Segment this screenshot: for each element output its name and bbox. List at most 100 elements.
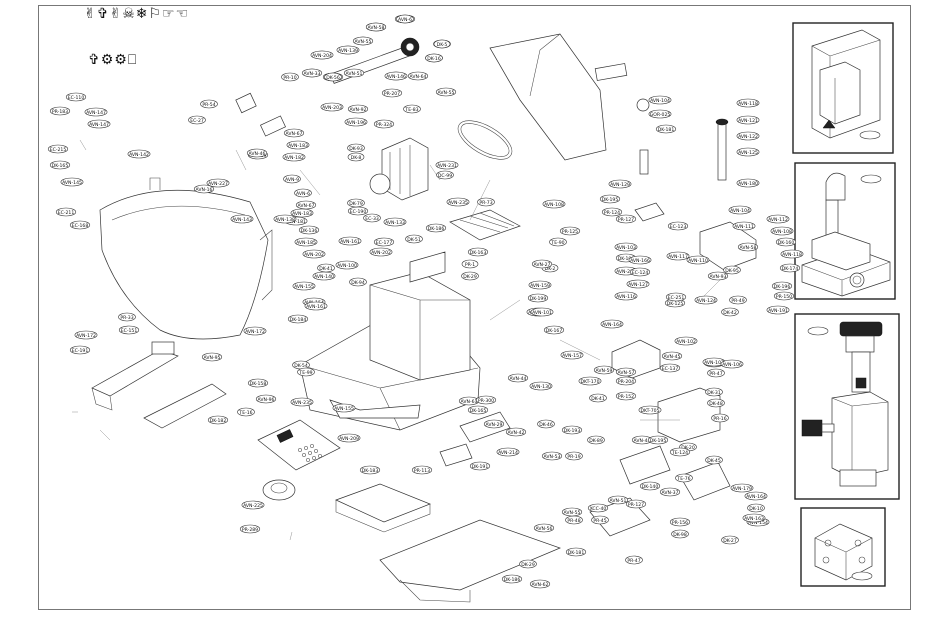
part-number-callout: DK-98 bbox=[671, 529, 689, 539]
part-number-callout: DK-163 bbox=[467, 247, 489, 257]
part-number-callout: DK-191 bbox=[469, 461, 491, 471]
part-number-callout: AVN-202 bbox=[302, 249, 326, 259]
part-number-callout: DK-27 bbox=[721, 535, 739, 545]
part-number-callout: DK-186 bbox=[425, 223, 447, 233]
part-number-callout: DKT-170 bbox=[578, 376, 602, 386]
part-number-callout: AVN-55 bbox=[352, 36, 374, 46]
part-number-callout: AVN-161 bbox=[304, 301, 328, 311]
part-number-label: DK-94 bbox=[351, 280, 365, 286]
part-number-callout: AVN-163 bbox=[742, 513, 766, 523]
part-number-label: TE-16 bbox=[238, 410, 252, 416]
part-number-callout: EC-137 bbox=[659, 363, 681, 373]
part-number-callout: AVN-182 bbox=[282, 152, 306, 162]
clamp-drawing bbox=[801, 172, 891, 297]
part-number-label: AVN-55 bbox=[564, 510, 581, 516]
part-number-label: PR-207 bbox=[384, 91, 400, 97]
part-number-label: EC-27 bbox=[190, 118, 204, 124]
part-number-label: PR-49 bbox=[731, 298, 744, 304]
part-number-callout: DK-181 bbox=[565, 547, 587, 557]
part-number-label: AVN-130 bbox=[531, 384, 551, 390]
part-number-callout: AVN-96 bbox=[255, 394, 277, 404]
part-number-callout: DK-174 bbox=[779, 263, 801, 273]
part-number-callout: PR-124 bbox=[601, 207, 623, 217]
part-number-callout: DK-94 bbox=[349, 277, 367, 287]
part-number-label: DK-160 bbox=[778, 240, 795, 246]
part-number-callout: PR-127 bbox=[615, 214, 637, 224]
part-number-callout: AVN-44 bbox=[507, 373, 529, 383]
part-number-label: AVN-191 bbox=[768, 308, 788, 314]
part-number-callout: AVN-42 bbox=[505, 427, 527, 437]
part-number-callout: AVN-110 bbox=[686, 255, 710, 265]
part-number-label: AVN-227 bbox=[208, 181, 228, 187]
part-number-callout: AVN-108 bbox=[542, 199, 566, 209]
main-chassis bbox=[299, 251, 481, 431]
part-number-label: EC-33 bbox=[365, 216, 379, 222]
part-number-callout: EC-211 bbox=[55, 207, 77, 217]
part-number-label: PR-289 bbox=[242, 527, 258, 533]
part-number-callout: EC-190 bbox=[347, 206, 369, 216]
part-number-callout: AVN-58 bbox=[737, 242, 759, 252]
part-number-callout: PR-289 bbox=[239, 524, 261, 534]
part-number-callout: DK-195 bbox=[599, 194, 621, 204]
part-number-callout: PR-125 bbox=[559, 226, 581, 236]
spindle-drawing bbox=[801, 321, 889, 487]
part-number-callout: AVN-9 bbox=[283, 174, 301, 184]
part-number-label: AVN-145 bbox=[62, 180, 82, 186]
part-number-callout: AVN-6 bbox=[396, 14, 414, 24]
part-number-callout: AVN-129 bbox=[608, 179, 632, 189]
part-number-label: AVN-154 bbox=[748, 520, 768, 526]
side-cover bbox=[99, 177, 273, 340]
part-number-label: AVN-29 bbox=[486, 422, 503, 428]
part-number-label: AVN-166 bbox=[630, 258, 650, 264]
part-number-callout: PR-10 bbox=[281, 72, 299, 82]
part-number-callout: PR-113 bbox=[411, 465, 433, 475]
part-number-callout: AVN-127 bbox=[626, 279, 650, 289]
part-number-label: DK-16 bbox=[427, 56, 441, 62]
part-number-callout: AVN-53 bbox=[541, 451, 563, 461]
part-number-label: EC-177 bbox=[376, 240, 393, 246]
part-number-label: AVN-155 bbox=[334, 406, 354, 412]
part-number-label: AVN-56 bbox=[536, 526, 553, 532]
part-number-label: DK-41 bbox=[591, 396, 605, 402]
part-number-callout: AVN-92 bbox=[347, 104, 369, 114]
part-number-label: DK-51 bbox=[407, 237, 421, 243]
part-number-label: DC-99 bbox=[438, 173, 452, 179]
part-number-callout: DK-8 bbox=[347, 152, 365, 162]
part-number-callout: AVN-37 bbox=[659, 487, 681, 497]
part-number-callout: AVN-203 bbox=[320, 102, 344, 112]
part-number-callout: DK-184 bbox=[287, 314, 309, 324]
motor bbox=[369, 137, 429, 201]
part-number-callout: PR-152 bbox=[615, 391, 637, 401]
part-number-label: AVN-231 bbox=[437, 163, 457, 169]
part-number-callout: AVN-45 bbox=[661, 351, 683, 361]
part-number-label: DK-2 bbox=[545, 266, 556, 272]
part-number-label: PR-48 bbox=[567, 518, 580, 524]
part-number-callout: AVN-111 bbox=[732, 221, 756, 231]
part-number-label: AVN-61 bbox=[461, 399, 478, 405]
part-number-callout: DK-16 bbox=[425, 53, 443, 63]
part-number-label: TE-99 bbox=[298, 370, 312, 376]
part-number-label: DK-41 bbox=[319, 266, 333, 272]
part-number-label: AVN-129 bbox=[610, 182, 630, 188]
part-number-label: DK-193 bbox=[564, 428, 581, 434]
part-number-label: AVN-180 bbox=[738, 181, 758, 187]
keypad-panel bbox=[257, 419, 341, 471]
part-number-label: AVN-147 bbox=[86, 110, 106, 116]
part-number-callout: DK-42 bbox=[721, 307, 739, 317]
part-number-label: AVN-57 bbox=[618, 370, 635, 376]
part-number-callout: AVN-191 bbox=[766, 305, 790, 315]
part-number-label: AVN-27 bbox=[534, 262, 551, 268]
part-number-callout: EC-123 bbox=[667, 221, 689, 231]
part-number-label: DK-5 bbox=[437, 42, 448, 48]
part-number-label: PR-113 bbox=[414, 468, 430, 474]
part-number-label: AVN-9 bbox=[285, 177, 299, 183]
part-number-label: PR-183 bbox=[52, 109, 68, 115]
part-number-label: DK-56 bbox=[326, 75, 340, 81]
part-number-callout: DK-195 bbox=[647, 435, 669, 445]
part-number-callout: PR-48 bbox=[565, 515, 583, 525]
part-number-label: AVN-33 bbox=[304, 71, 321, 77]
part-number-label: PR-150 bbox=[776, 294, 792, 300]
part-number-callout: PR-204 bbox=[615, 376, 637, 386]
part-number-label: DKT-170 bbox=[580, 379, 599, 385]
part-number-label: DK-20 bbox=[681, 445, 695, 451]
